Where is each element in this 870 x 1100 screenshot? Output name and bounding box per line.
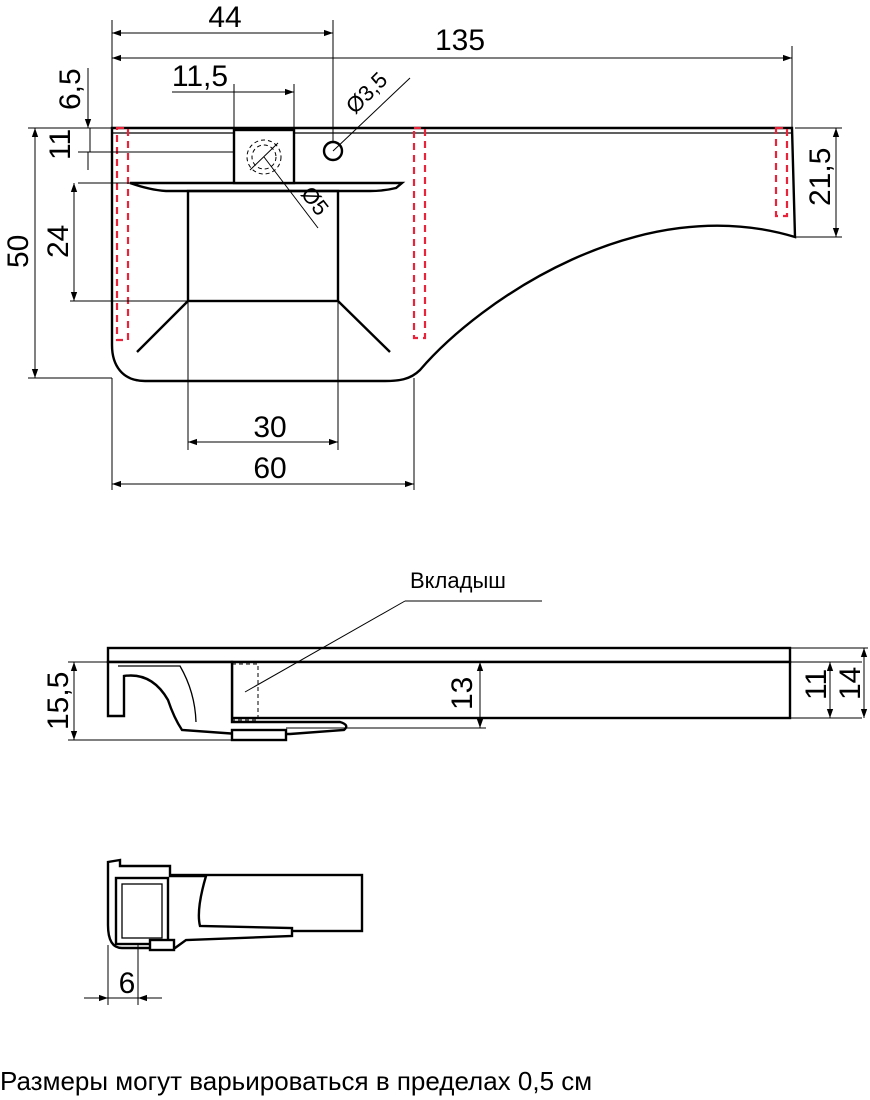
dim-label-60: 60 bbox=[253, 452, 286, 485]
leader-d3-5 bbox=[332, 77, 411, 152]
side-body bbox=[230, 660, 792, 720]
insert-slot-middle bbox=[412, 126, 427, 340]
end-view: 6 bbox=[84, 858, 364, 1005]
basin-rim bbox=[129, 181, 406, 193]
dim-label-21-5: 21,5 bbox=[804, 148, 837, 206]
end-drain bbox=[148, 938, 176, 952]
dim-label-d3-5: Ø3,5 bbox=[341, 67, 392, 118]
end-insert-tube bbox=[114, 876, 170, 946]
dim-label-15-5: 15,5 bbox=[42, 672, 75, 730]
drain-hole-inner bbox=[251, 144, 277, 170]
dim-label-24: 24 bbox=[42, 225, 75, 258]
drain-cross-line bbox=[249, 142, 279, 171]
basin-slope-left bbox=[136, 300, 189, 353]
dim-label-6: 6 bbox=[119, 967, 136, 1000]
dim-label-14: 14 bbox=[834, 667, 867, 700]
dim-label-11-side: 11 bbox=[800, 669, 833, 700]
insert-slot-left bbox=[115, 126, 130, 342]
top-view-outline bbox=[110, 126, 797, 383]
leader-insert bbox=[244, 600, 406, 693]
leader-d5 bbox=[263, 156, 319, 229]
side-drain bbox=[230, 728, 288, 742]
drain-hole bbox=[246, 139, 282, 175]
top-view: 44 135 11,5 Ø3,5 Ø5 6,5 11 24 bbox=[2, 1, 842, 490]
dim-label-11: 11 bbox=[44, 129, 77, 160]
basin-bottom bbox=[186, 189, 340, 303]
dim-label-11-5: 11,5 bbox=[172, 60, 228, 93]
side-insert bbox=[231, 663, 259, 721]
dim-label-44: 44 bbox=[208, 1, 241, 34]
insert-slot-right bbox=[774, 126, 789, 218]
side-basin-profile bbox=[106, 660, 348, 736]
dim-label-30: 30 bbox=[253, 411, 286, 444]
insert-label: Вкладыш bbox=[410, 568, 506, 593]
side-view: Вкладыш 15,5 13 11 14 bbox=[42, 568, 868, 742]
footer-note: Размеры могут варьироваться в пределах 0… bbox=[0, 1066, 592, 1096]
dim-label-6-5: 6,5 bbox=[54, 68, 87, 110]
basin-slope-right bbox=[337, 300, 391, 353]
dim-label-13: 13 bbox=[446, 677, 479, 710]
dim-label-135: 135 bbox=[435, 24, 485, 57]
side-basin-inner bbox=[118, 665, 197, 723]
side-top-slab bbox=[106, 646, 792, 664]
dim-label-50: 50 bbox=[2, 235, 35, 268]
drain-channel bbox=[232, 128, 296, 185]
end-insert-tube-inner bbox=[121, 883, 163, 939]
